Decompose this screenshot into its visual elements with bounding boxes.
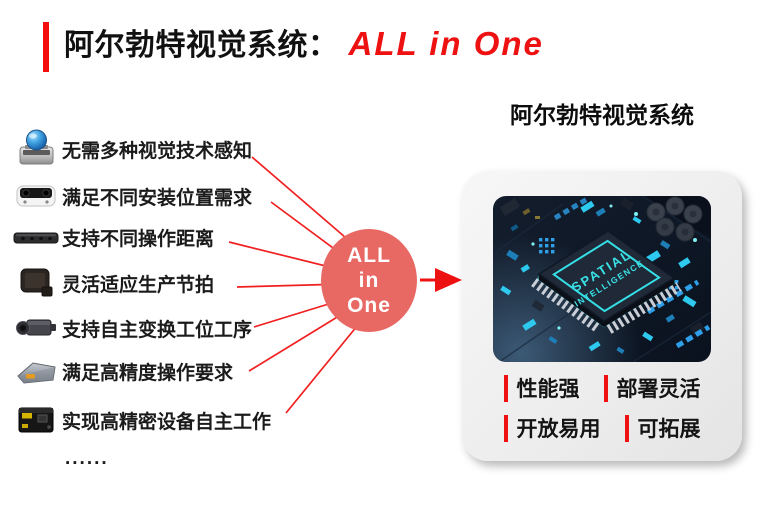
profiler-sensor-icon [10, 353, 62, 389]
bar-camera-icon [10, 222, 62, 252]
stereo-camera-icon [10, 178, 62, 214]
tag-extensibility: 可拓展 [624, 413, 701, 443]
title-accent-bar [43, 22, 49, 72]
feature-row: 支持不同操作距离 [10, 222, 214, 252]
feature-row: 实现高精密设备自主工作 [10, 400, 271, 440]
feature-list: 无需多种视觉技术感知 满足不同安装位置需求 [10, 0, 320, 511]
board-bus-lines [553, 196, 711, 349]
capacitor-cylinders [646, 196, 703, 242]
board-components-cyan [500, 200, 697, 354]
tag-row: 性能强 部署灵活 [503, 373, 701, 403]
hub-line: ALL [347, 243, 391, 267]
feature-row: 满足不同安装位置需求 [10, 178, 252, 214]
tag-accent-bar [503, 374, 508, 402]
slide-title: 阿尔勃特视觉系统： ALL in One [64, 20, 544, 64]
compact-sensor-icon [10, 263, 62, 303]
title-highlight: ALL in One [348, 25, 544, 62]
dome-camera-icon [10, 128, 62, 170]
feature-row: 支持自主变换工位工序 [10, 311, 252, 345]
hub-line: One [347, 294, 391, 318]
feature-label: 灵活适应生产节拍 [62, 274, 215, 296]
feature-row: ...... [65, 448, 109, 470]
all-in-one-hub: ALL in One [321, 229, 417, 332]
glow-dots [531, 204, 697, 330]
chip-pins-left [531, 277, 602, 334]
hub-line: in [358, 268, 380, 292]
smart-camera-icon [10, 400, 62, 440]
tag-label: 部署灵活 [616, 378, 701, 401]
product-card: SPATIAL INTELLIGENCE 性能强 部署灵活 [462, 171, 742, 461]
feature-row: 灵活适应生产节拍 [10, 263, 214, 303]
feature-tags: 性能强 部署灵活 开放易用 可拓展 [462, 373, 742, 443]
tag-accent-bar [624, 414, 629, 442]
title-text: 阿尔勃特视觉系统： [64, 29, 339, 62]
feature-row: 无需多种视觉技术感知 [10, 128, 252, 170]
tag-accent-bar [603, 374, 608, 402]
tag-label: 性能强 [516, 378, 580, 401]
feature-label: 支持自主变换工位工序 [62, 319, 253, 341]
chip-board-image: SPATIAL INTELLIGENCE [493, 196, 711, 362]
industrial-camera-icon [10, 311, 62, 345]
tag-accent-bar [503, 414, 508, 442]
feature-row: 满足高精度操作要求 [10, 353, 233, 389]
feature-label: 无需多种视觉技术感知 [62, 140, 253, 162]
ellipsis-label: ...... [65, 448, 109, 469]
tag-label: 开放易用 [516, 418, 601, 441]
tag-openness: 开放易用 [503, 413, 601, 443]
feature-label: 满足高精度操作要求 [62, 362, 234, 384]
chip-pins-right [606, 282, 682, 334]
cpu-chip: SPATIAL INTELLIGENCE [531, 230, 682, 334]
tag-row: 开放易用 可拓展 [503, 413, 701, 443]
feature-label: 满足不同安装位置需求 [62, 187, 253, 209]
tag-label: 可拓展 [637, 418, 701, 441]
tag-performance: 性能强 [503, 373, 580, 403]
feature-label: 支持不同操作距离 [62, 228, 215, 250]
tag-deployment: 部署灵活 [603, 373, 701, 403]
panel-heading: 阿尔勃特视觉系统 [510, 102, 694, 128]
feature-label: 实现高精密设备自主工作 [62, 411, 272, 433]
